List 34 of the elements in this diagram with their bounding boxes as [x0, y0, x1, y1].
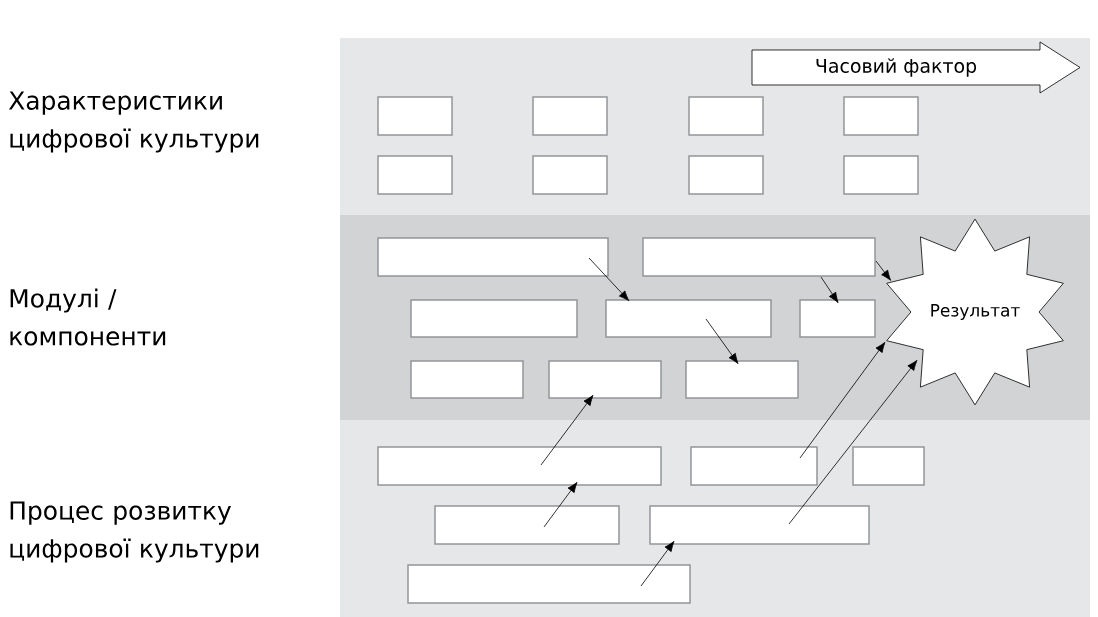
empty-box — [434, 505, 620, 545]
empty-box — [532, 96, 608, 136]
arrow — [543, 481, 578, 528]
arrow — [588, 257, 630, 302]
empty-box — [649, 505, 870, 545]
arrow — [820, 276, 839, 304]
empty-box — [843, 155, 919, 195]
arrow — [875, 260, 892, 281]
arrow — [540, 394, 594, 466]
empty-box — [532, 155, 608, 195]
empty-box — [548, 360, 662, 399]
arrow — [705, 318, 739, 365]
empty-box — [410, 299, 578, 338]
row-label: Процес розвитку цифрової культури — [10, 501, 259, 563]
empty-box — [690, 446, 818, 486]
row-label: Характеристики цифрової культури — [8, 91, 259, 153]
empty-box — [410, 360, 524, 399]
empty-box — [688, 155, 764, 195]
empty-box — [642, 237, 876, 277]
arrow — [799, 341, 886, 459]
empty-box — [799, 299, 876, 338]
empty-box — [377, 155, 453, 195]
empty-box — [685, 360, 799, 399]
empty-box — [605, 299, 772, 338]
empty-box — [377, 446, 662, 486]
empty-box — [688, 96, 764, 136]
empty-box — [377, 237, 609, 277]
empty-box — [852, 446, 925, 486]
arrow — [640, 540, 675, 587]
empty-box — [843, 96, 919, 136]
empty-box — [377, 96, 453, 136]
row-label: Модулі / компоненти — [10, 288, 166, 346]
arrow — [788, 359, 918, 525]
empty-box — [407, 564, 691, 604]
